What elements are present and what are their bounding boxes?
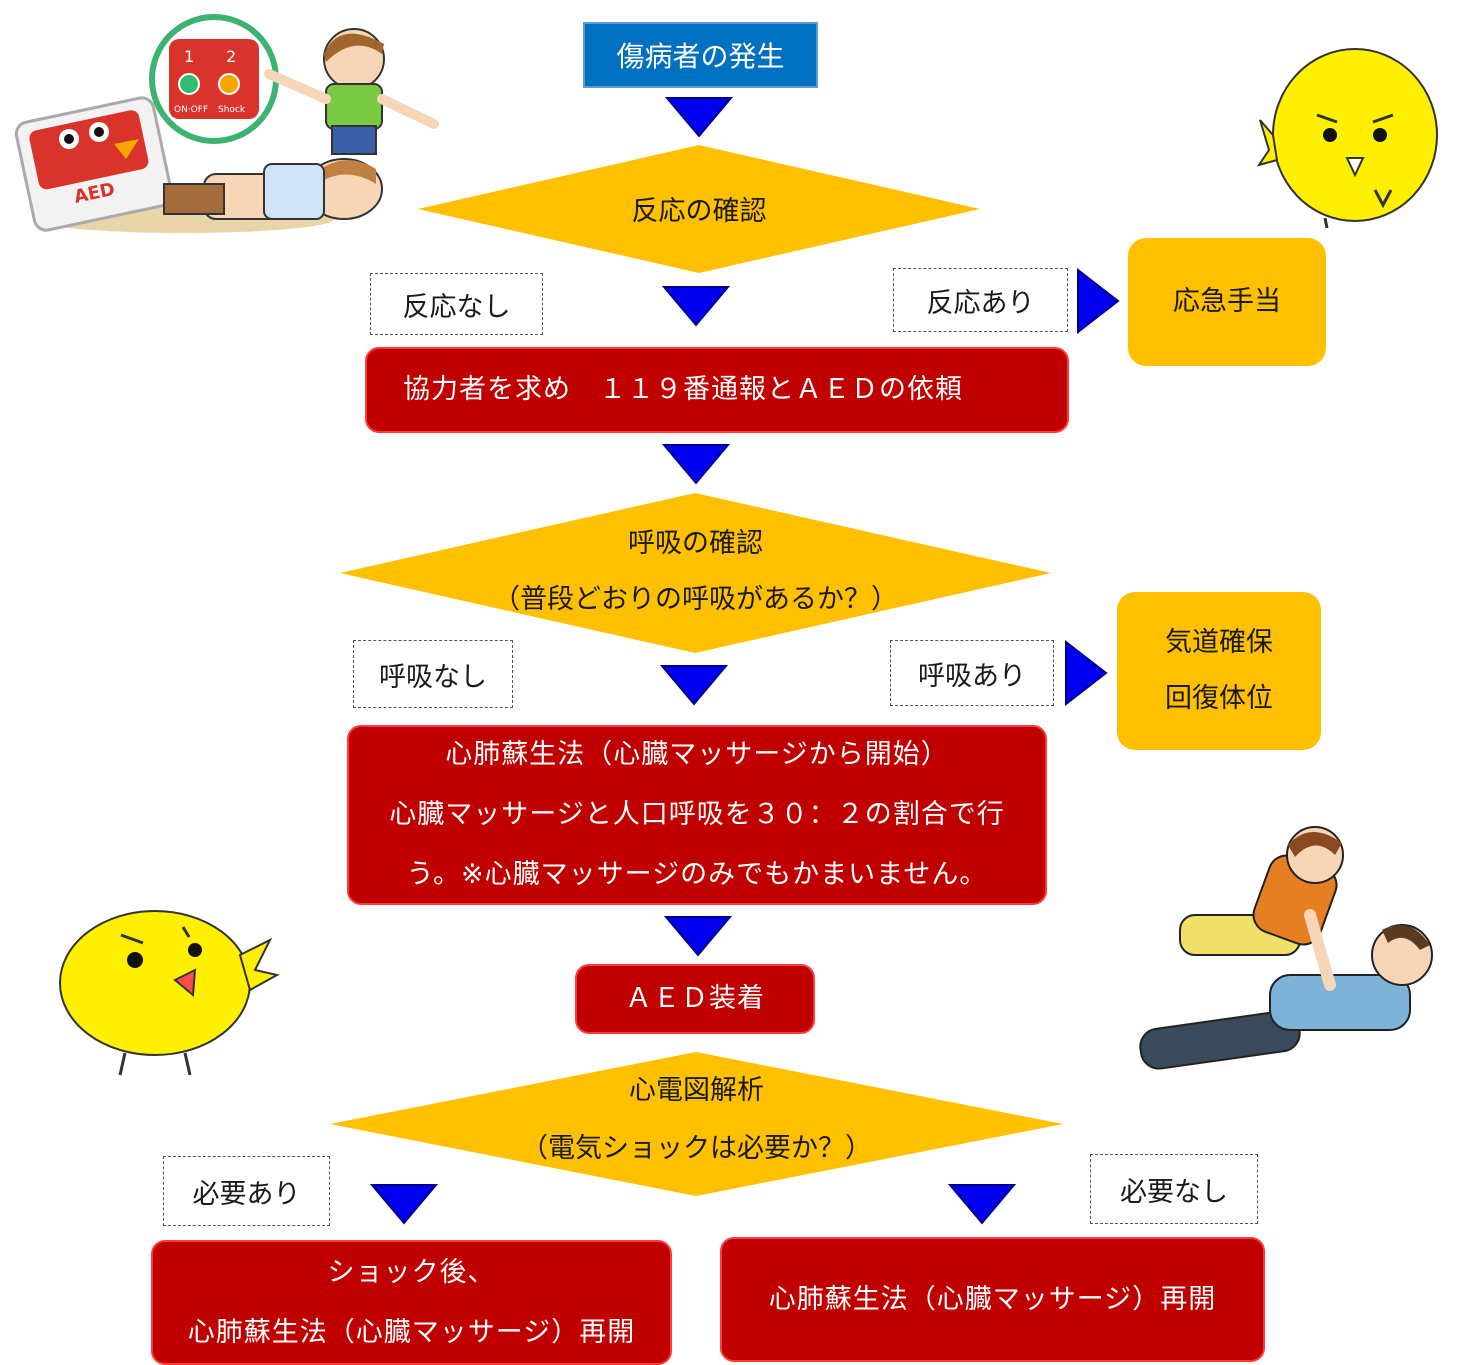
arrow-down-icon	[660, 665, 728, 706]
svg-text:Shock: Shock	[218, 105, 246, 115]
start-box: 傷病者の発生	[583, 22, 818, 88]
label-shock-needed-text: 必要あり	[192, 1178, 301, 1210]
call-help-box: 協力者を求め １１９番通報とＡＥＤの依頼	[365, 347, 1069, 433]
arrow-down-icon	[665, 97, 733, 138]
label-shock-not-needed: 必要なし	[1090, 1154, 1258, 1224]
airway-box: 気道確保 回復体位	[1117, 592, 1321, 750]
arrow-down-icon	[662, 444, 730, 485]
decision-ecg: 心電図解析 （電気ショックは必要か？）	[330, 1052, 1063, 1196]
airway-label-2: 回復体位	[1165, 683, 1273, 714]
airway-label-1: 気道確保	[1165, 627, 1273, 658]
resume-cpr-box: 心肺蘇生法（心臓マッサージ）再開	[720, 1237, 1265, 1362]
chick-mascot-left	[59, 910, 280, 1076]
svg-text:2: 2	[226, 47, 236, 66]
cpr-label-3: う。※心臓マッサージのみでもかまいません。	[406, 859, 988, 890]
label-no-response: 反応なし	[370, 273, 543, 335]
decision-breathing-label-2: （普段どおりの呼吸があるか？）	[493, 584, 898, 615]
aed-rescue-illustration: AED 1 2 ON·OFF Shock	[14, 14, 439, 233]
start-label: 傷病者の発生	[616, 40, 785, 73]
arrow-right-icon	[1065, 640, 1108, 706]
decision-response: 反応の確認	[418, 145, 980, 273]
arrow-down-icon	[664, 916, 732, 957]
after-shock-label-2: 心肺蘇生法（心臓マッサージ）再開	[187, 1316, 636, 1348]
aed-attach-label: ＡＥＤ装着	[625, 983, 765, 1014]
cpr-box: 心肺蘇生法（心臓マッサージから開始） 心臓マッサージと人口呼吸を３０：２の割合で…	[347, 725, 1047, 905]
svg-text:1: 1	[184, 47, 194, 66]
label-has-breathing-text: 呼吸あり	[918, 660, 1026, 692]
arrow-down-icon	[370, 1184, 438, 1225]
cpr-label-2: 心臓マッサージと人口呼吸を３０：２の割合で行	[389, 799, 1005, 830]
arrow-right-icon	[1077, 268, 1120, 334]
decision-breathing: 呼吸の確認 （普段どおりの呼吸があるか？）	[340, 493, 1051, 653]
decision-response-label: 反応の確認	[631, 196, 767, 227]
label-has-response: 反応あり	[893, 268, 1068, 332]
arrow-down-icon	[662, 286, 730, 327]
aed-attach-box: ＡＥＤ装着	[575, 964, 815, 1034]
svg-text:ON·OFF: ON·OFF	[174, 105, 208, 115]
chick-mascot-right	[1256, 48, 1438, 229]
label-has-breathing: 呼吸あり	[890, 640, 1054, 706]
label-no-response-text: 反応なし	[402, 291, 511, 323]
label-shock-needed: 必要あり	[163, 1156, 330, 1226]
arrow-down-icon	[948, 1184, 1016, 1225]
decision-breathing-label-1: 呼吸の確認	[628, 528, 763, 559]
first-aid-box: 応急手当	[1128, 238, 1326, 366]
label-no-breathing-text: 呼吸なし	[379, 661, 487, 693]
label-has-response-text: 反応あり	[926, 287, 1035, 319]
decision-ecg-label-1: 心電図解析	[629, 1075, 764, 1106]
call-help-label: 協力者を求め １１９番通報とＡＥＤの依頼	[403, 374, 963, 405]
label-shock-not-needed-text: 必要なし	[1120, 1176, 1228, 1208]
after-shock-label-1: ショック後、	[327, 1256, 496, 1288]
decision-ecg-label-2: （電気ショックは必要か？）	[521, 1133, 872, 1164]
cpr-illustration	[1139, 826, 1433, 1070]
resume-cpr-label: 心肺蘇生法（心臓マッサージ）再開	[768, 1283, 1217, 1315]
label-no-breathing: 呼吸なし	[353, 640, 513, 708]
after-shock-box: ショック後、 心肺蘇生法（心臓マッサージ）再開	[151, 1240, 672, 1365]
cpr-label-1: 心肺蘇生法（心臓マッサージから開始）	[445, 739, 949, 770]
first-aid-label: 応急手当	[1173, 286, 1281, 317]
